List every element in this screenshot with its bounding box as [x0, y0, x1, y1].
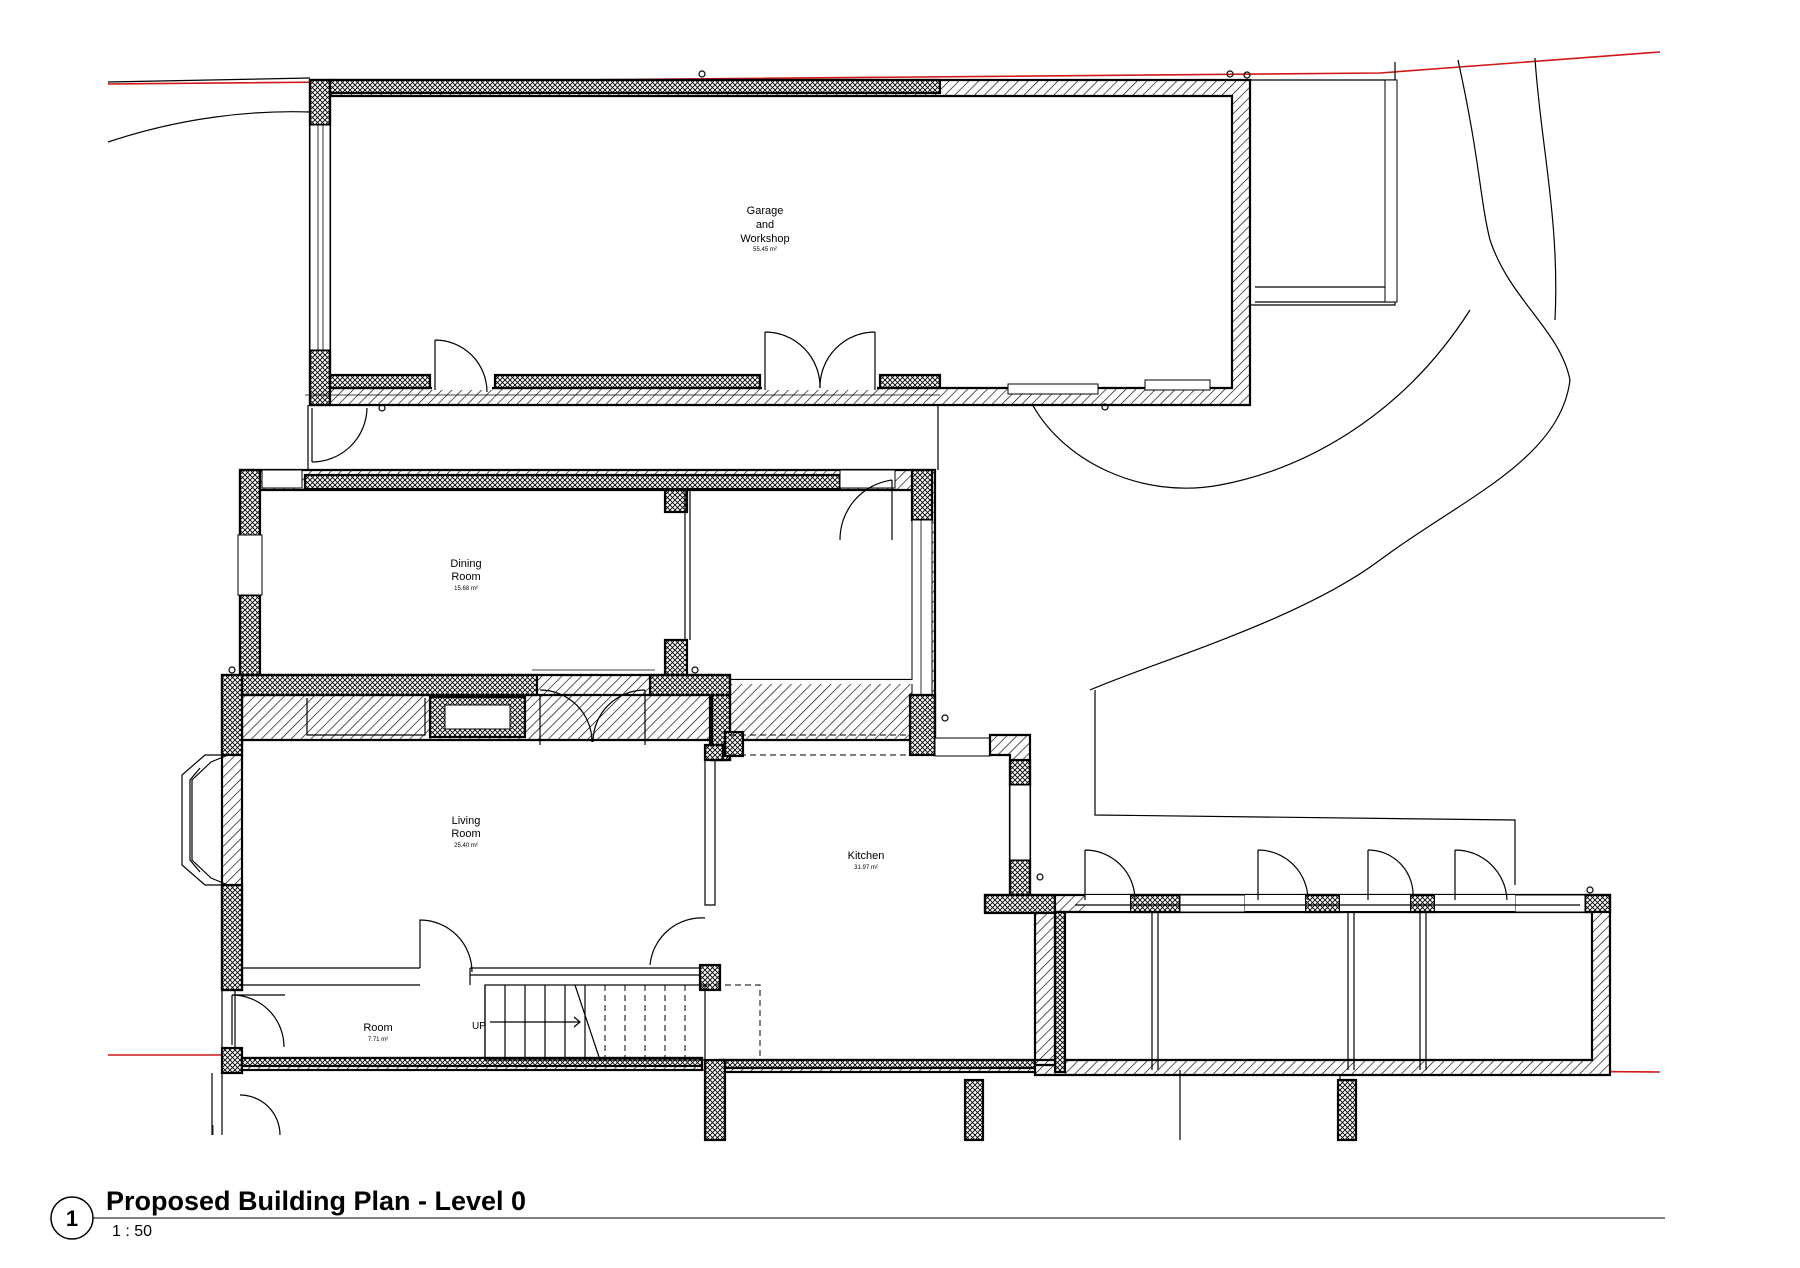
- kitchen-block: [703, 693, 1062, 1142]
- stair-up-label: UP: [472, 1021, 486, 1032]
- svg-text:and: and: [756, 219, 774, 231]
- living-block: [181, 669, 732, 992]
- staircase: [484, 984, 761, 1061]
- drawing-number: 1: [66, 1206, 78, 1231]
- svg-text:15.68 m²: 15.68 m²: [454, 586, 478, 592]
- svg-text:Garage: Garage: [747, 205, 784, 217]
- site-lines: [107, 51, 1661, 1073]
- svg-text:Room: Room: [451, 571, 480, 583]
- kitchen-label: Kitchen 31.97 m²: [848, 850, 885, 871]
- svg-text:Dining: Dining: [450, 558, 481, 570]
- garage-label: Garage and Workshop 55.45 m²: [740, 205, 789, 253]
- passage: [307, 405, 939, 470]
- title-block: 1 Proposed Building Plan - Level 0 1 : 5…: [50, 1186, 1665, 1240]
- dining-block: [228, 468, 949, 742]
- dining-label: Dining Room 15.68 m²: [450, 558, 481, 592]
- annex-block: [983, 849, 1612, 1142]
- room-label: Room 7.71 m²: [363, 1022, 392, 1043]
- drawing-scale: 1 : 50: [112, 1223, 152, 1240]
- svg-text:Room: Room: [363, 1022, 392, 1034]
- svg-text:7.71 m²: 7.71 m²: [368, 1037, 388, 1043]
- svg-text:Workshop: Workshop: [740, 233, 789, 245]
- svg-text:Living: Living: [452, 815, 481, 827]
- svg-text:Room: Room: [451, 828, 480, 840]
- drawing-title: Proposed Building Plan - Level 0: [106, 1186, 526, 1216]
- svg-text:31.97 m²: 31.97 m²: [854, 865, 878, 871]
- garage-block: [305, 62, 1398, 412]
- svg-text:55.45 m²: 55.45 m²: [753, 247, 777, 253]
- svg-text:25.40 m²: 25.40 m²: [454, 843, 478, 849]
- svg-text:Kitchen: Kitchen: [848, 850, 885, 862]
- living-label: Living Room 25.40 m²: [451, 815, 480, 849]
- hall-block: [211, 990, 704, 1136]
